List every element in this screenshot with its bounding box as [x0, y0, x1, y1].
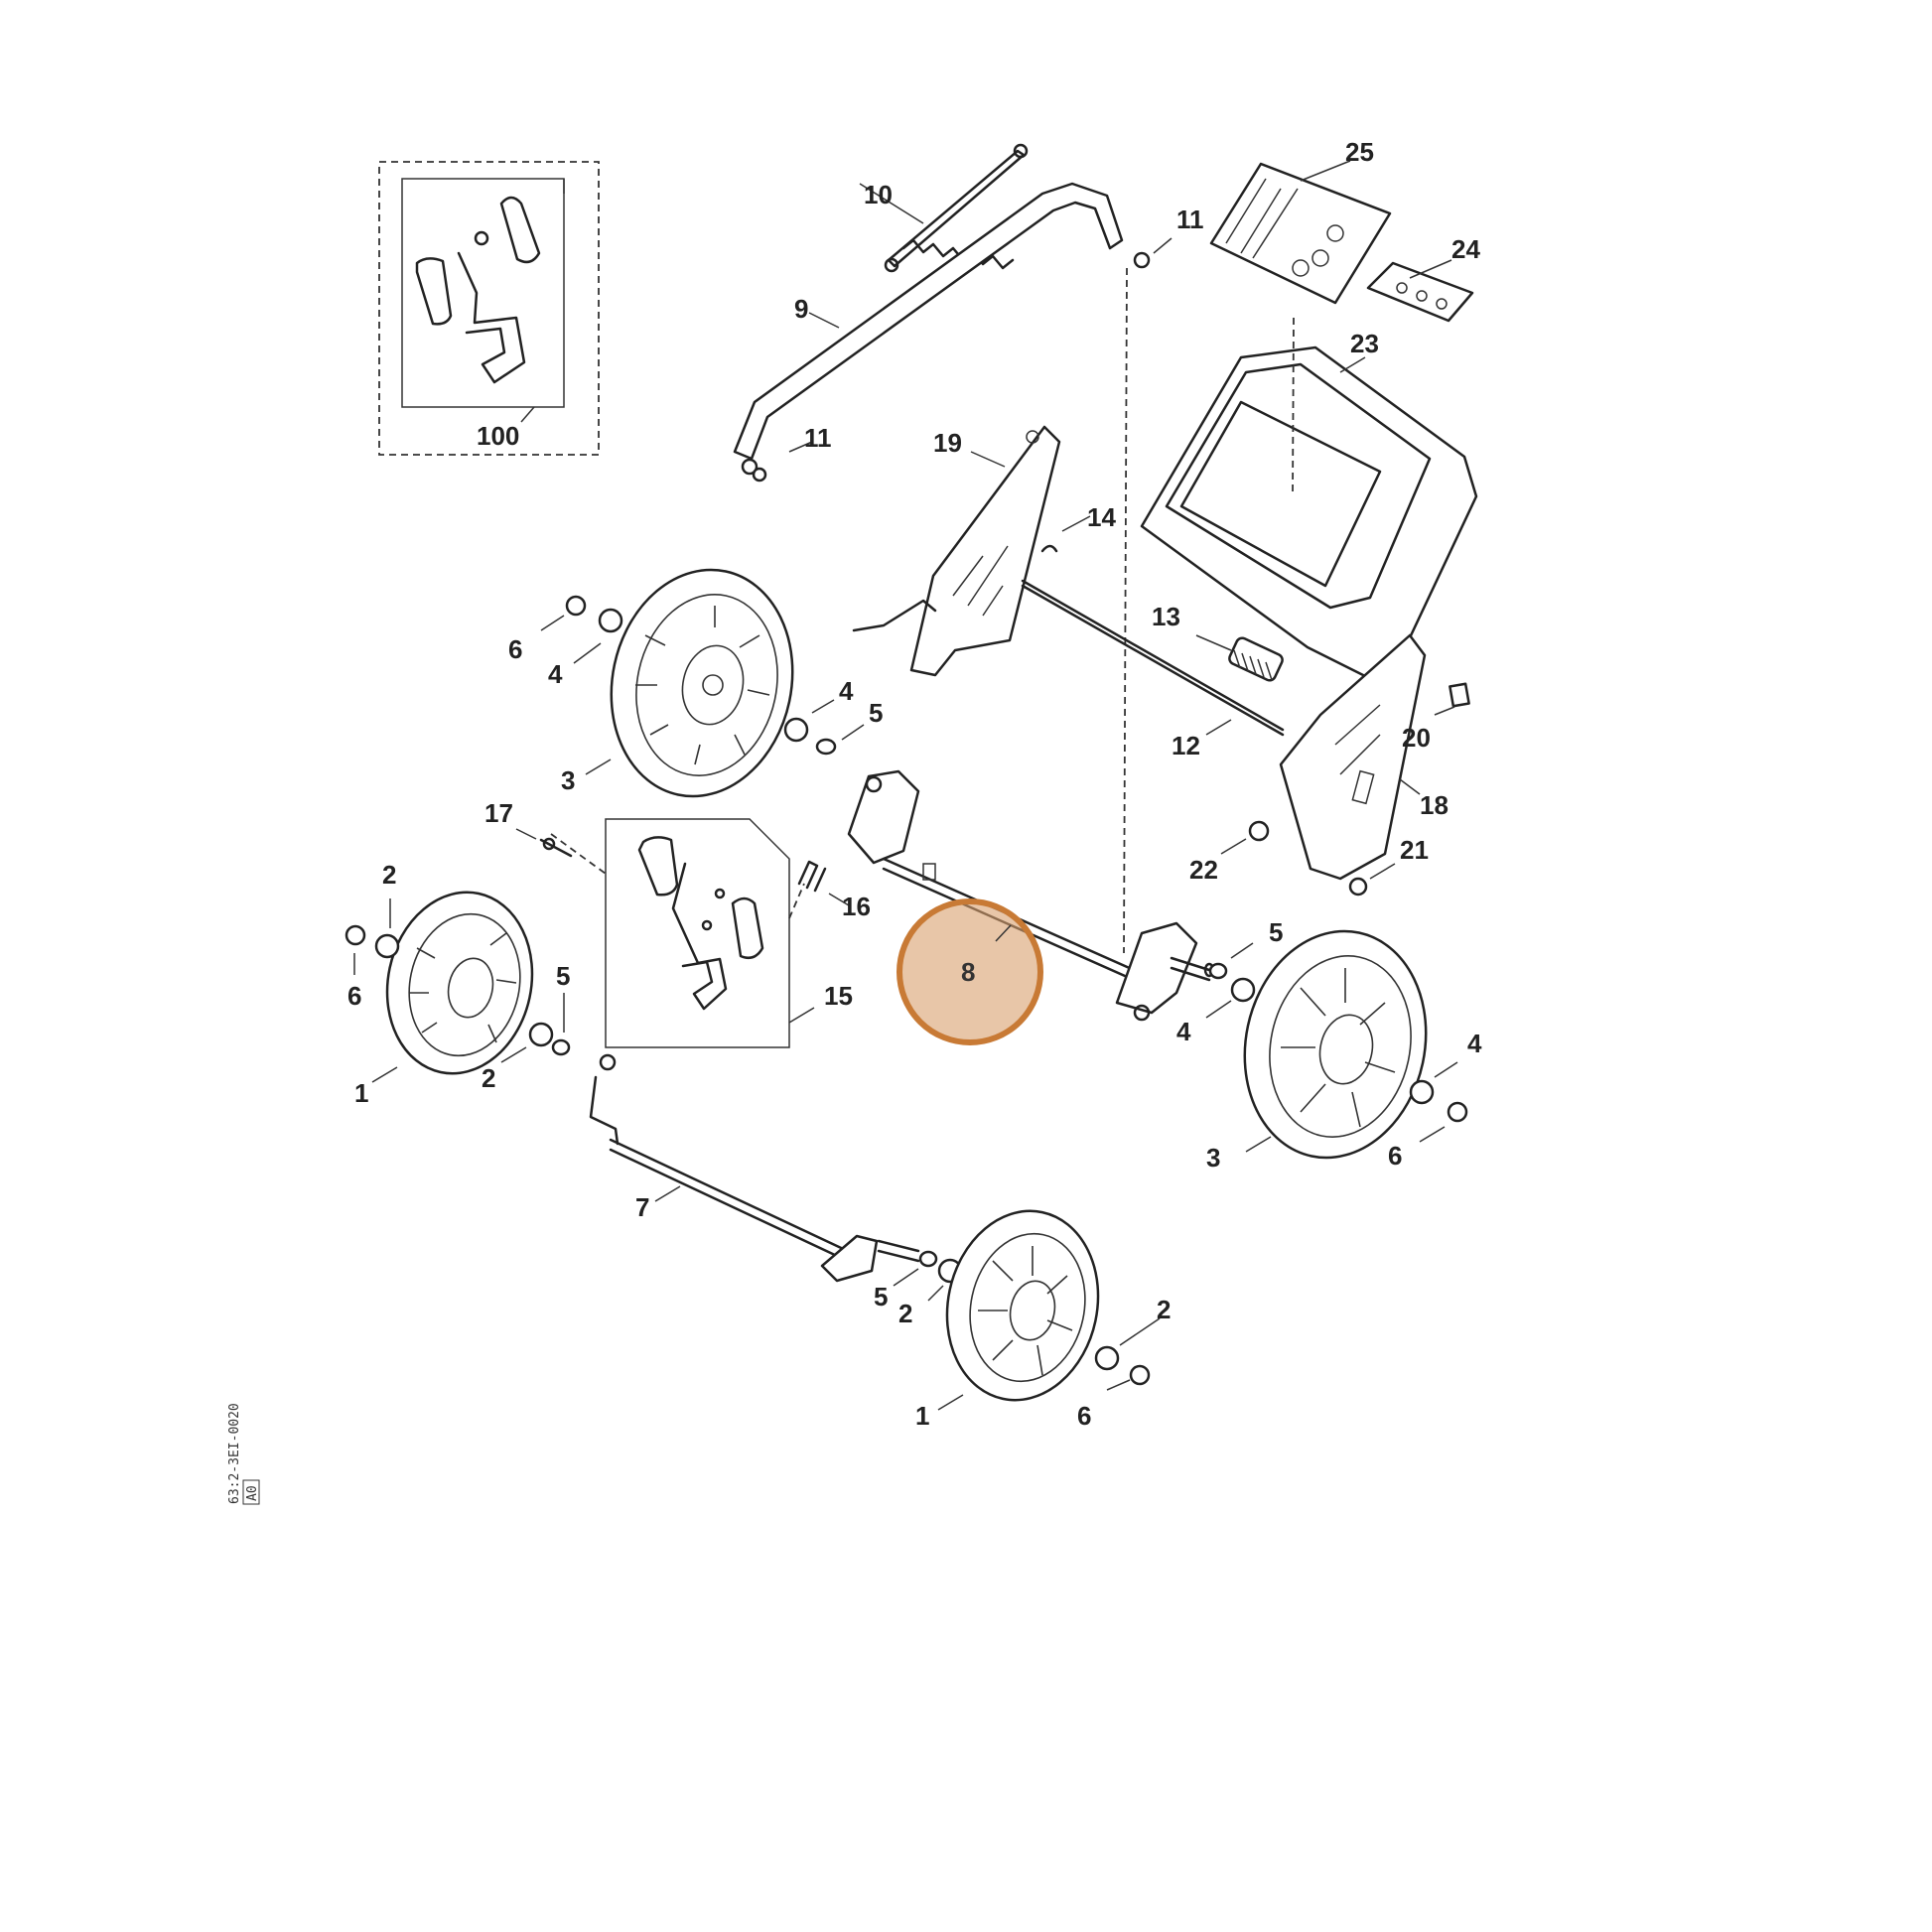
callout-4-rear-left-outer: 4: [548, 659, 563, 689]
alignment-line: [1123, 267, 1128, 954]
bolt-6-rear-right: [1447, 1101, 1468, 1123]
callout-14: 14: [1087, 502, 1116, 532]
spring-16: [797, 860, 850, 906]
callout-2-front-right-outer: 2: [1157, 1295, 1171, 1324]
callout-5-rear-right: 5: [1269, 917, 1283, 947]
callout-2-front-left-outer: 2: [382, 860, 396, 890]
callout-3-rear-right: 3: [1206, 1143, 1220, 1173]
washer-5-front-left: [551, 1038, 571, 1056]
screw-17: [539, 838, 573, 858]
callout-6-front-left: 6: [347, 981, 361, 1011]
washer-4-rear-right-outer: [1409, 1079, 1435, 1105]
kit-15-group: [550, 818, 815, 1048]
callout-5-rear-left: 5: [869, 698, 883, 728]
housing-23: [1140, 317, 1478, 679]
washer-5-front-right: [918, 1250, 938, 1268]
callout-5-front-left: 5: [556, 961, 570, 991]
callout-19: 19: [933, 428, 962, 458]
nut-22: [1248, 820, 1270, 842]
callout-5-front-right: 5: [874, 1282, 888, 1311]
callout-100: 100: [477, 421, 519, 451]
callout-1-front-right: 1: [915, 1401, 929, 1431]
callout-24: 24: [1451, 234, 1480, 264]
spring-and-bracket-group: [733, 143, 1124, 483]
callout-20: 20: [1402, 723, 1431, 753]
callout-8[interactable]: 8: [961, 957, 975, 987]
wheel-1-front-right: [937, 1209, 1100, 1411]
callout-2-front-left-inner: 2: [482, 1063, 495, 1093]
callout-7: 7: [635, 1192, 649, 1222]
label-25: [1209, 160, 1392, 305]
washer-4-rear-right-inner: [1230, 977, 1256, 1003]
highlight-part-8[interactable]: 8: [897, 898, 1043, 1045]
callout-23: 23: [1350, 329, 1379, 358]
callout-2-front-right-inner: 2: [898, 1299, 912, 1328]
callout-4-rear-right-outer: 4: [1467, 1029, 1482, 1058]
callout-11-left: 11: [804, 423, 832, 453]
rod-12: [1021, 579, 1285, 732]
callout-10: 10: [864, 180, 893, 209]
callout-15: 15: [824, 981, 853, 1011]
bolt-21: [1348, 877, 1368, 897]
washer-4-rear-left-inner: [783, 717, 809, 743]
wheel-1-front-left: [371, 891, 534, 1083]
callout-17: 17: [484, 798, 513, 828]
drawing-code-line2: A0: [245, 1485, 260, 1501]
callout-3-rear-left: 3: [561, 765, 575, 795]
callout-4-rear-right-inner: 4: [1176, 1017, 1191, 1046]
drawing-code: 63:2-3EI-0020 A0: [227, 1403, 260, 1505]
callout-13: 13: [1152, 602, 1180, 631]
wheel-3-rear-left: [585, 568, 794, 798]
callout-21: 21: [1400, 835, 1429, 865]
washer-4-rear-left: [598, 608, 623, 633]
washer-5-rear-right: [1208, 962, 1228, 980]
bolt-6-rear-left: [565, 595, 587, 617]
nut-11-top: [1133, 251, 1151, 269]
callout-18: 18: [1420, 790, 1449, 820]
front-axle-7: [589, 1053, 920, 1283]
callout-6-rear-right: 6: [1388, 1141, 1402, 1171]
callout-11-top: 11: [1176, 205, 1204, 234]
washer-2-front-left-inner: [528, 1022, 554, 1047]
part-20: [1449, 682, 1470, 708]
bracket-19: [852, 425, 1061, 677]
callout-9: 9: [794, 294, 808, 324]
clip-14: [1040, 544, 1058, 553]
callout-16: 16: [842, 892, 871, 921]
kit-100-group: 100: [378, 161, 600, 456]
bolt-6-front-left: [345, 924, 366, 946]
bolt-6-front-right: [1129, 1364, 1151, 1386]
label-24: [1366, 259, 1474, 323]
callout-6-front-right: 6: [1077, 1401, 1091, 1431]
washer-2-front-right-outer: [1094, 1345, 1120, 1371]
callout-25: 25: [1345, 137, 1374, 167]
bracket-18: [1279, 633, 1427, 881]
callout-6-rear-left: 6: [508, 634, 522, 664]
drawing-code-line1: 63:2-3EI-0020: [227, 1403, 242, 1504]
callout-12: 12: [1172, 731, 1200, 760]
washer-5-rear-left: [815, 738, 837, 756]
wheel-3-rear-right: [1243, 929, 1428, 1160]
callout-4-rear-left-inner: 4: [839, 676, 854, 706]
spring-13: [1195, 634, 1284, 682]
callout-1-front-left: 1: [354, 1078, 368, 1108]
washer-2-front-left-outer: [374, 933, 400, 959]
callout-22: 22: [1189, 855, 1218, 885]
